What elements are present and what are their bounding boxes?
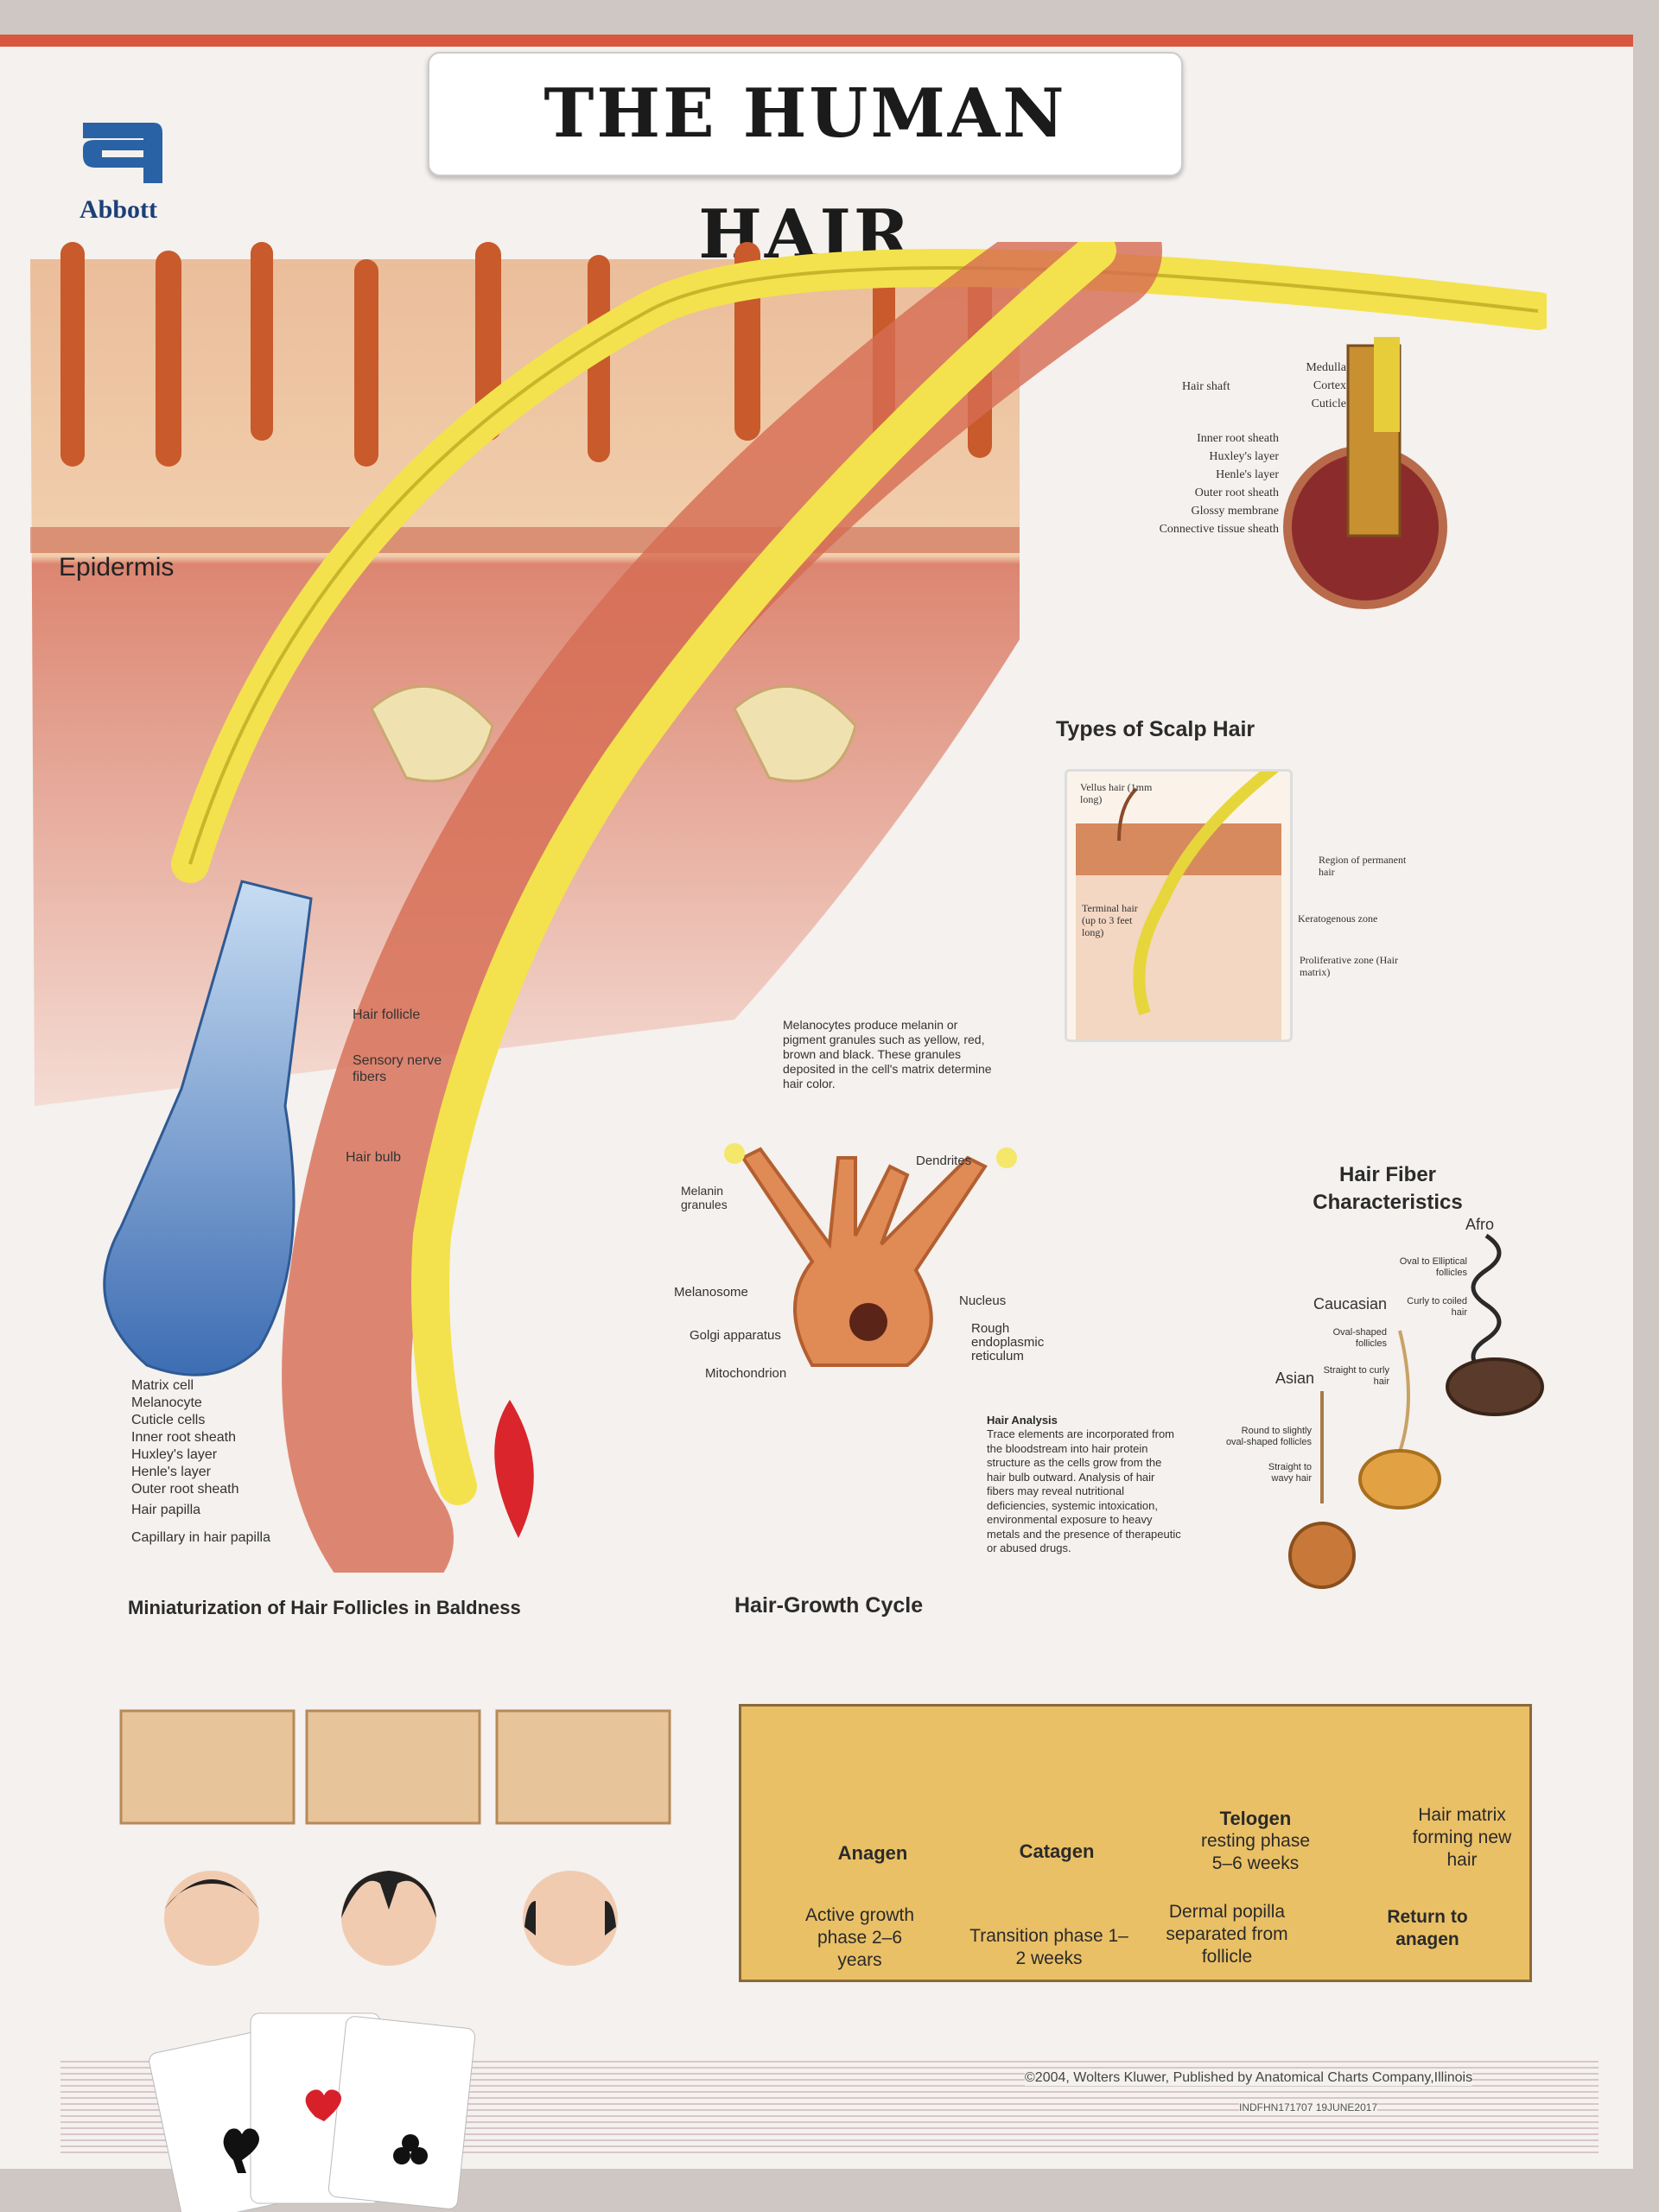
sensory-nerve-label: Sensory nerve fibers [353,1053,442,1084]
shaft-layer-list: Medulla Cortex Cuticle [1277,359,1346,414]
matrix-cell-label: Matrix cell [131,1378,194,1393]
growth-cycle-panel [739,1704,1532,1982]
vellus-hair-label: Vellus hair (1mm long) [1080,781,1153,805]
terminal-hair-label: Terminal hair (up to 3 feet long) [1082,902,1138,938]
inner-root-sheath-label: Inner root sheath [131,1430,236,1445]
fiber-title-line2: Characteristics [1313,1191,1463,1214]
scalp-hair-panel [1065,749,1296,1042]
inner-root-sheath-cross-label: Inner root sheath [1197,432,1279,445]
hair-shaft-label: Hair shaft [1182,380,1230,393]
hair-anatomy-illustration [30,242,1547,1573]
caucasian-hair-desc: Straight to curly hair [1323,1365,1389,1387]
fiber-title-line1: Hair Fiber [1338,1163,1437,1186]
title-plate: THE HUMAN HAIR [428,52,1183,274]
mitochondrion-label: Mitochondrion [705,1366,787,1381]
hair-analysis-title: Hair Analysis [987,1414,1058,1427]
anagen-label: Anagen [837,1842,908,1864]
afro-label: Afro [1465,1216,1495,1233]
capillary-label: Capillary in hair papilla [131,1530,270,1545]
proliferative-zone-label: Proliferative zone (Hair matrix) [1300,954,1398,978]
huxleys-layer-label: Huxley's layer [131,1447,218,1462]
catagen-desc: Transition phase 1–2 weeks [969,1926,1128,1968]
hair-fiber-illustration [1288,1233,1544,1589]
baldness-illustration [119,1709,671,1966]
asian-hair-desc: Straight to wavy hair [1268,1462,1312,1484]
copyright-text: ©2004, Wolters Kluwer, Published by Anat… [1025,2070,1473,2086]
brand-name: Abbott [79,195,158,224]
afro-follicle-desc: Oval to Elliptical follicles [1399,1256,1467,1278]
hair-follicle-label: Hair follicle [353,1007,421,1022]
melanin-granules-label: Melanin granules [681,1184,728,1211]
rough-er-label: Rough endoplasmic reticulum [971,1321,1045,1363]
hair-matrix-label: Hair matrix forming new hair [1412,1805,1512,1870]
hair-papilla-label: Hair papilla [131,1503,201,1517]
abbott-logo-icon [83,123,162,183]
henles-layer-label: Henle's layer [131,1465,211,1479]
sheath-layer-list: Inner root sheath Huxley's layer Henle's… [1071,430,1279,539]
outer-root-sheath-label: Outer root sheath [131,1482,239,1497]
dermal-papilla-desc: Dermal popilla separated from follicle [1166,1902,1288,1967]
follicle-structure-list: Matrix cell Melanocyte Cuticle cells Inn… [131,1377,270,1547]
baldness-title: Miniaturization of Hair Follicles in Bal… [128,1597,521,1618]
nucleus-label: Nucleus [959,1294,1007,1308]
medulla-label: Medulla [1306,361,1346,374]
caucasian-label: Caucasian [1313,1295,1388,1313]
permanent-hair-zone-label: Region of permanent hair [1319,854,1407,878]
anagen-desc: Active growth phase 2–6 years [804,1905,915,1970]
print-code: INDFHN171707 19JUNE2017 [1239,2101,1378,2113]
dendrites-label: Dendrites [916,1154,972,1168]
asian-follicle-desc: Round to slightly oval-shaped follicles [1225,1426,1312,1447]
melanocyte-illustration [724,1143,1017,1367]
telogen-desc: resting phase 5–6 weeks [1200,1831,1311,1873]
connective-tissue-sheath-label: Connective tissue sheath [1159,523,1279,536]
glossy-membrane-label: Glossy membrane [1191,505,1279,518]
hair-analysis-text: Trace elements are incorporated from the… [987,1427,1181,1554]
huxleys-layer-cross-label: Huxley's layer [1209,450,1279,463]
henles-layer-cross-label: Henle's layer [1216,468,1279,481]
hair-bulb-label: Hair bulb [346,1150,402,1165]
cuticle-cells-label: Cuticle cells [131,1413,206,1427]
cortex-label: Cortex [1313,379,1346,392]
golgi-apparatus-label: Golgi apparatus [690,1328,781,1343]
scalp-hair-title: Types of Scalp Hair [1056,717,1255,741]
melanosome-label: Melanosome [674,1285,748,1300]
playing-cards-image [149,2012,475,2212]
return-to-anagen-label: Return to anagen [1387,1907,1468,1949]
melanocyte-label: Melanocyte [131,1395,202,1410]
keratogenous-zone-label: Keratogenous zone [1298,912,1378,925]
catagen-label: Catagen [1019,1840,1095,1862]
asian-label: Asian [1275,1370,1315,1387]
growth-cycle-title: Hair-Growth Cycle [734,1593,924,1618]
melanocyte-description: Melanocytes produce melanin or pigment g… [783,1018,992,1090]
outer-root-sheath-cross-label: Outer root sheath [1194,486,1279,499]
cuticle-label: Cuticle [1311,397,1346,410]
scalp-hair-illustration [1076,749,1296,1039]
telogen-label: Telogen [1219,1808,1292,1829]
caucasian-follicle-desc: Oval-shaped follicles [1332,1327,1387,1349]
afro-hair-desc: Curly to coiled hair [1407,1296,1467,1318]
epidermis-label: Epidermis [59,553,175,582]
